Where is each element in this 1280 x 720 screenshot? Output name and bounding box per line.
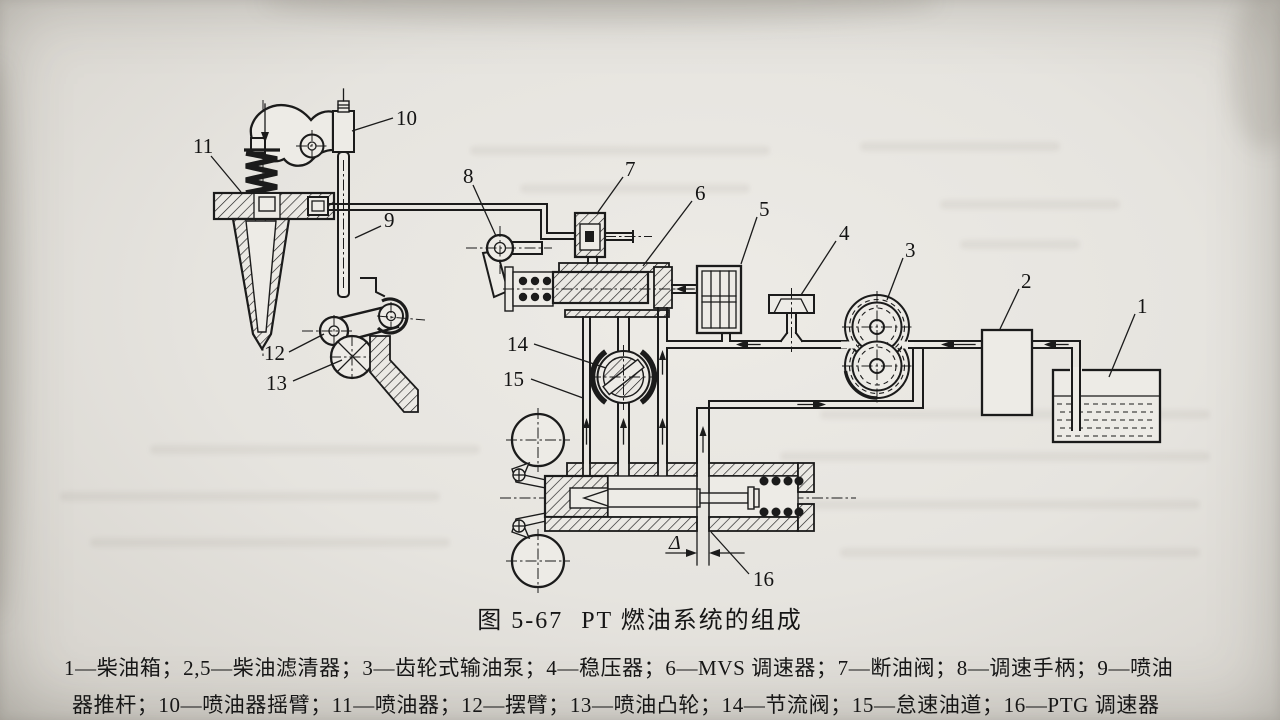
part-label-7: 7 xyxy=(597,157,636,213)
svg-text:12: 12 xyxy=(264,341,285,365)
pump-return-line xyxy=(696,347,924,464)
part-label-5: 5 xyxy=(740,197,770,265)
feed-line-horizontal xyxy=(666,340,847,349)
part-label-12: 12 xyxy=(264,333,325,365)
bleedthrough-smudge xyxy=(960,240,1080,249)
delta-dimension: Δ xyxy=(665,462,745,566)
part-label-2: 2 xyxy=(999,269,1032,330)
svg-text:3: 3 xyxy=(905,238,916,262)
fuel-tank xyxy=(1031,340,1162,444)
scan-smudge xyxy=(0,60,18,620)
svg-text:6: 6 xyxy=(695,181,706,205)
swing-arm-and-cam xyxy=(302,277,426,413)
svg-text:16: 16 xyxy=(753,567,774,591)
follower-bracket xyxy=(360,277,386,298)
bleedthrough-smudge xyxy=(60,492,440,501)
injector-push-rod xyxy=(337,151,350,298)
idle-passage-pipe xyxy=(582,316,591,464)
part-label-3: 3 xyxy=(886,238,916,301)
injector-nozzle xyxy=(231,217,291,352)
legend-line-2: 器推杆；10—喷油器摇臂；11—喷油器；12—摆臂；13—喷油凸轮；14—节流阀… xyxy=(72,693,1160,717)
throttle-pipe xyxy=(617,316,630,464)
ptg-plunger xyxy=(581,486,760,510)
force-arrow-down xyxy=(261,103,269,143)
part-label-8: 8 xyxy=(463,164,497,237)
ptg-spring xyxy=(759,476,804,517)
mvs-governor xyxy=(503,256,700,318)
bleedthrough-smudge xyxy=(150,445,480,454)
adjusting-screw xyxy=(337,100,350,113)
figure-caption: 图 5-67 PT 燃油系统的组成 1—柴油箱；2,5—柴油滤清器；3—齿轮式输油… xyxy=(0,600,1280,719)
part-label-16: 16 xyxy=(710,531,774,591)
supply-drop-pipe xyxy=(657,307,668,464)
bleedthrough-smudge xyxy=(470,146,770,155)
fuel-inlet-fitting xyxy=(307,196,329,216)
bleedthrough-smudge xyxy=(840,548,1200,557)
tank-suction-pipe xyxy=(1031,340,1081,431)
flyweight-bottom xyxy=(506,512,570,593)
governor-top-plate xyxy=(558,262,670,273)
rocker-clevis xyxy=(332,110,355,153)
svg-text:5: 5 xyxy=(759,197,770,221)
fuel-filter-2 xyxy=(980,328,1034,417)
fuel-line-to-injector xyxy=(329,203,576,240)
pressure-regulator xyxy=(768,288,815,352)
filter5-to-governor-pipe xyxy=(671,284,698,294)
svg-text:10: 10 xyxy=(396,106,417,130)
bleedthrough-smudge xyxy=(520,184,750,193)
bleedthrough-smudge xyxy=(860,142,1060,151)
svg-text:14: 14 xyxy=(507,332,529,356)
part-label-14: 14 xyxy=(507,332,607,369)
fuel-filter-5 xyxy=(695,264,743,342)
scan-smudge xyxy=(260,0,940,22)
svg-text:13: 13 xyxy=(266,371,287,395)
suction-line xyxy=(908,340,983,349)
part-label-10: 10 xyxy=(351,106,417,132)
gear-pump xyxy=(841,291,914,403)
governor-bottom-plate xyxy=(564,309,670,318)
bleedthrough-smudge xyxy=(90,538,450,547)
injector-spring xyxy=(244,148,280,196)
figure-title-text: PT 燃油系统的组成 xyxy=(581,608,803,634)
svg-text:2: 2 xyxy=(1021,269,1032,293)
svg-text:8: 8 xyxy=(463,164,474,188)
throttle-valve xyxy=(589,345,658,410)
shutoff-valve xyxy=(573,211,652,259)
governor-handle xyxy=(466,226,552,299)
governor-barrel xyxy=(551,270,650,305)
svg-text:9: 9 xyxy=(384,208,395,232)
svg-text:7: 7 xyxy=(625,157,636,181)
svg-text:11: 11 xyxy=(193,134,213,158)
part-label-1: 1 xyxy=(1108,294,1148,378)
svg-text:1: 1 xyxy=(1137,294,1148,318)
part-label-6: 6 xyxy=(642,181,706,267)
part-label-15: 15 xyxy=(503,367,584,399)
ptg-governor: Δ xyxy=(500,408,856,593)
bleedthrough-smudge xyxy=(780,452,1210,461)
figure-number: 图 5-67 xyxy=(477,608,564,634)
ptg-housing xyxy=(543,462,815,532)
svg-text:4: 4 xyxy=(839,221,850,245)
bleedthrough-smudge xyxy=(800,500,1200,509)
figure-title: 图 5-67 PT 燃油系统的组成 xyxy=(0,600,1280,635)
governor-end-cap xyxy=(653,266,673,309)
part-labels: 10 11 9 12 13 8 xyxy=(193,106,1148,591)
part-label-13: 13 xyxy=(266,359,343,395)
bleedthrough-smudge xyxy=(940,200,1120,209)
svg-text:15: 15 xyxy=(503,367,524,391)
injector-body-clamp xyxy=(212,191,336,221)
part-label-4: 4 xyxy=(800,221,850,296)
delta-gap-label: Δ xyxy=(668,532,681,554)
engine-wall-hatch xyxy=(369,335,419,413)
injector-assembly xyxy=(212,88,426,413)
part-label-9: 9 xyxy=(354,208,395,239)
part-label-11: 11 xyxy=(193,134,242,193)
legend-line-1: 1—柴油箱；2,5—柴油滤清器；3—齿轮式输油泵；4—稳压器；6—MVS 调速器… xyxy=(64,656,1174,680)
